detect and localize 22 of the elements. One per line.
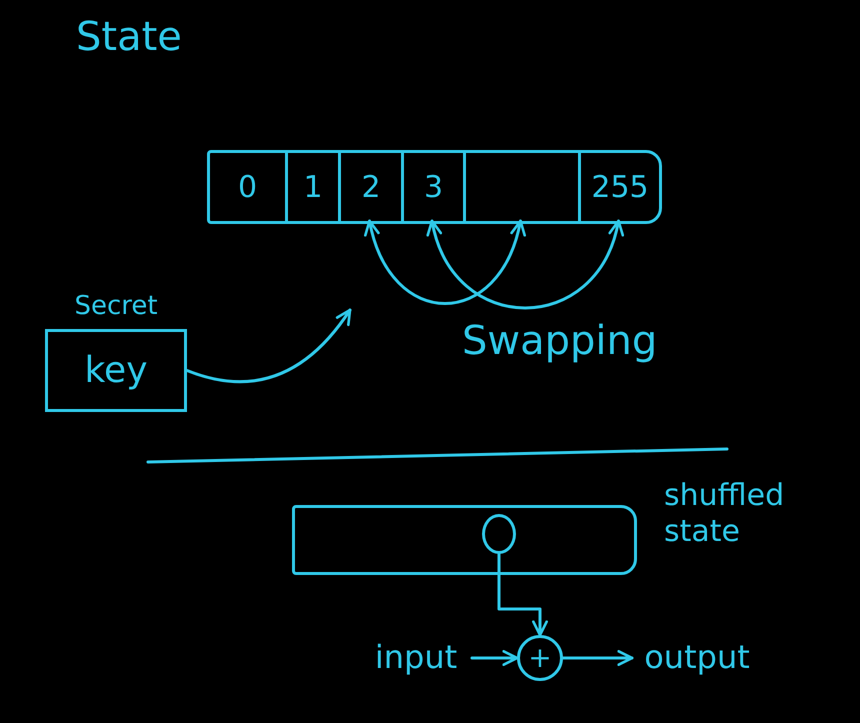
- key-box: key: [45, 329, 187, 412]
- operator-circle: +: [517, 635, 563, 681]
- annotation-text: Swapping: [462, 318, 658, 364]
- diagram-title: State: [76, 14, 182, 60]
- input-label: input: [360, 633, 472, 683]
- state-bar: [292, 505, 637, 575]
- array-cell: 0: [210, 153, 285, 221]
- array-cell: 3: [401, 153, 463, 221]
- arrow: [562, 650, 634, 666]
- output-label: output: [632, 633, 762, 683]
- array-cell: 255: [578, 153, 659, 221]
- arrow: [470, 650, 518, 666]
- curved-arrow: [186, 308, 352, 384]
- array-cell: 2: [338, 153, 401, 221]
- circle-marker: [482, 514, 516, 554]
- box-heading: Secret: [73, 290, 159, 323]
- double-headed-arrow: [428, 220, 623, 310]
- state-array: [207, 150, 662, 224]
- curved-arrow: [498, 552, 548, 636]
- array-cell: 1: [285, 153, 338, 221]
- double-headed-arrow: [365, 220, 525, 305]
- bar-caption: shuffled state: [664, 478, 786, 550]
